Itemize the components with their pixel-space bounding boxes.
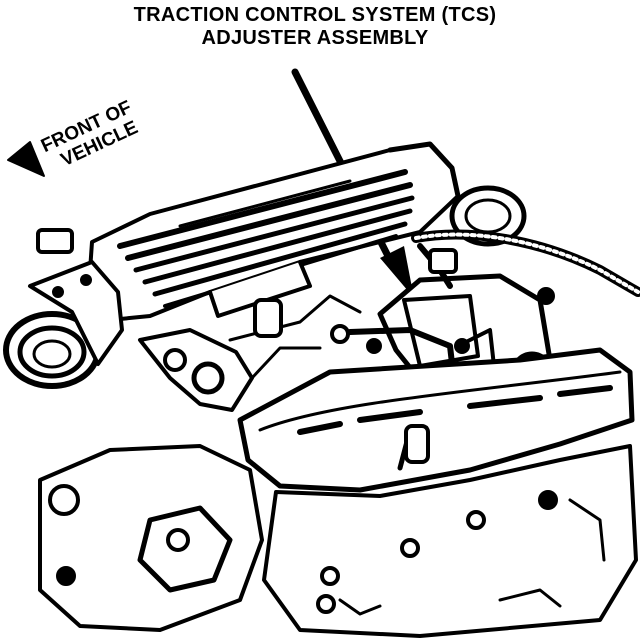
throttle-linkage (138, 294, 362, 412)
tcs-cable (411, 229, 640, 297)
valve-cover (237, 287, 635, 493)
callout-title-line-2: ADJUSTER ASSEMBLY (201, 27, 429, 49)
engine-block (38, 424, 638, 638)
callout-title-line-1: TRACTION CONTROL SYSTEM (TCS) (133, 4, 497, 26)
front-direction-arrow (7, 141, 45, 177)
intake-manifold (86, 141, 461, 322)
throttle-body (3, 228, 124, 389)
